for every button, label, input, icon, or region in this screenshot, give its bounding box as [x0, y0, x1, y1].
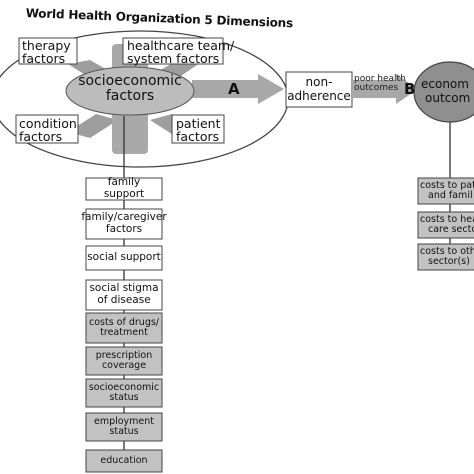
- center-ellipse: [65, 66, 195, 116]
- right-list-box: [417, 177, 474, 205]
- patient-factors-box: [171, 114, 225, 144]
- left-list-box: [85, 346, 163, 376]
- healthcare-factors-box: [122, 37, 224, 65]
- healthcare-factors-label: healthcare team/system factors: [127, 38, 235, 67]
- right-list-box: [417, 243, 474, 271]
- left-list-item: costs of drugs/treatment: [89, 316, 159, 338]
- left-list-box: [85, 312, 163, 344]
- left-list-box: [85, 412, 163, 442]
- left-list-item: education: [100, 454, 148, 466]
- left-list-box: [85, 208, 163, 240]
- left-list-box: [85, 279, 163, 311]
- nonadherence-box: [285, 71, 353, 108]
- arrow-b: [352, 74, 418, 104]
- left-list-box: [85, 378, 163, 408]
- left-list-box: [85, 449, 163, 473]
- left-list-item: social support: [87, 251, 161, 264]
- right-list-boxes: [417, 177, 474, 271]
- therapy-factors-box: [18, 37, 78, 65]
- condition-factors-box: [15, 114, 79, 144]
- left-list-box: [85, 245, 163, 271]
- arrow-b-label: B: [404, 80, 416, 98]
- left-list-boxes: [85, 177, 163, 473]
- left-list-box: [85, 177, 163, 201]
- right-list-box: [417, 211, 474, 239]
- left-list-item: family support: [103, 176, 145, 200]
- arrow-a: [192, 74, 284, 104]
- arrow-a-label: A: [228, 80, 240, 98]
- nonadherence-label: non-adherence: [287, 75, 351, 103]
